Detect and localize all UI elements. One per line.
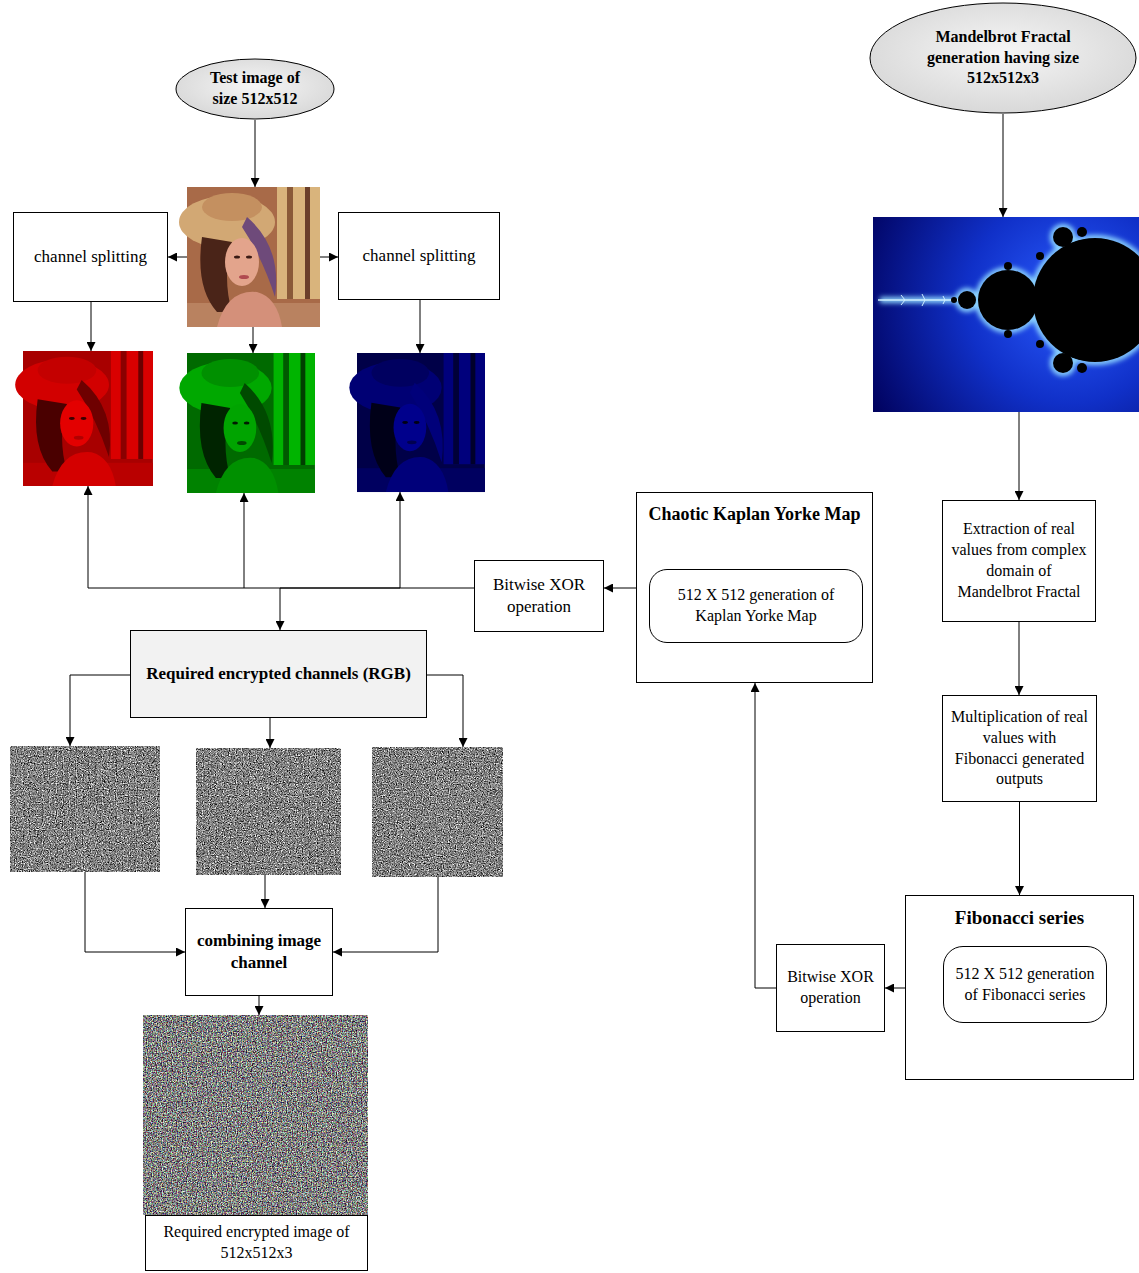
box-text: Test image of size 512x512 [196,68,314,110]
arrow-line [420,300,421,353]
process-box: combining image channel [185,908,333,996]
arrow-line [85,872,185,952]
arrow-line [91,302,92,351]
arrow-line [1019,412,1020,500]
box-text: Extraction of real values from complex d… [950,519,1088,602]
box-text: Multiplication of real values with Fibon… [950,707,1089,790]
arrow-line [168,257,187,258]
ellipse-shape [176,59,334,119]
input-ellipse: Mandelbrot Fractal generation having siz… [869,2,1137,114]
flow-connector [1019,622,1020,695]
inner-process-box: 512 X 512 generation of Kaplan Yorke Map [649,569,863,643]
box-text: Bitwise XOR operation [784,967,877,1009]
arrow-line [259,996,260,1015]
arrow-line [253,327,254,353]
caption-box: Required encrypted image of 512x512x3 [145,1215,368,1271]
arrow-line [255,120,256,187]
operation-box: Bitwise XOR operation [776,944,885,1032]
box-text: Bitwise XOR operation [482,574,596,618]
flow-connector [280,588,474,630]
box-text: channel splitting [346,245,492,267]
fractal-filament [878,299,958,301]
box-text: combining image channel [193,930,325,974]
module-heading: Chaotic Kaplan Yorke Map [644,503,865,526]
layout-arrows [70,114,1019,1015]
fractal-spikes [901,294,945,306]
module-heading: Fibonacci series [913,906,1126,931]
arrow-line [400,492,401,588]
box-text: channel splitting [21,246,160,268]
arrow-line [427,675,463,747]
encrypted-channel-image [10,746,160,872]
test-image [179,187,320,327]
process-box: channel splitting [13,212,168,302]
ellipse-shape [870,3,1136,113]
encrypted-channel-image [196,748,341,875]
encrypted-image [143,1015,368,1215]
arrow-line [244,493,245,588]
arrow-line [320,257,338,258]
mandelbrot-image [873,217,1139,412]
inner-process-box: 512 X 512 generation of Fibonacci series [943,946,1107,1023]
encrypted-channel-image [372,747,503,877]
process-box: Multiplication of real values with Fibon… [942,695,1097,802]
box-text: Mandelbrot Fractal generation having siz… [903,27,1103,89]
box-text: Required encrypted channels (RGB) [138,663,419,685]
box-text: 512 X 512 generation of Fibonacci series [951,964,1099,1006]
blue-channel-image [349,353,485,492]
arrow-line [265,875,266,908]
box-text: Required encrypted image of 512x512x3 [153,1222,360,1264]
flow-connector [885,988,905,989]
flow-connector [604,588,636,589]
process-box: Required encrypted channels (RGB) [130,630,427,718]
arrow-line [88,486,89,588]
input-ellipse: Test image of size 512x512 [175,58,335,120]
green-channel-image [179,353,315,493]
process-box: Extraction of real values from complex d… [942,500,1096,622]
module-box: Fibonacci series 512 X 512 generation of … [905,895,1134,1080]
module-box: Chaotic Kaplan Yorke Map 512 X 512 genera… [636,492,873,683]
flow-connector [755,683,776,988]
box-text: 512 X 512 generation of Kaplan Yorke Map [657,585,855,627]
ellipse-outline [175,58,335,120]
arrow-line [270,718,271,748]
fractal-set [951,227,1139,373]
flow-connector [1019,802,1020,895]
red-channel-image [15,351,153,486]
process-box: channel splitting [338,212,500,300]
operation-box: Bitwise XOR operation [474,560,604,632]
arrow-line [333,877,438,952]
arrow-line [1003,114,1004,217]
arrow-line [70,675,130,746]
